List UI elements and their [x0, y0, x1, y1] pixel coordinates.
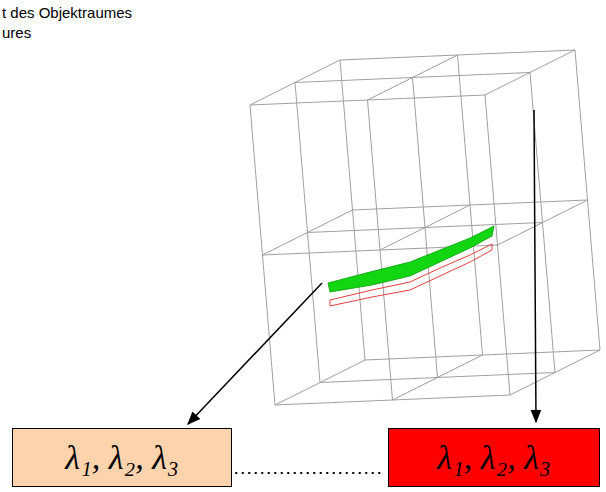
cube-grid-line	[353, 200, 588, 210]
cube-grid-line	[368, 55, 458, 100]
cube-grid-line	[365, 350, 600, 360]
cube-grid-line	[340, 50, 575, 60]
pointer-arrow-left	[188, 283, 322, 424]
parameter-list: λ₁, λ₂, λ₃	[437, 438, 551, 478]
dotted-continuation	[236, 472, 384, 474]
lambda-box: λ₁, λ₂, λ₃	[12, 428, 232, 487]
parameter-list: λ₁, λ₂, λ₃	[65, 438, 179, 478]
cube-grid	[250, 50, 600, 405]
heading-fragment: t des Objektraumes	[2, 4, 132, 22]
cube-grid-line	[575, 50, 600, 350]
pointer-arrow-right	[534, 110, 536, 422]
lambda-box: λ₁, λ₂, λ₃	[388, 428, 600, 487]
heading-fragment: ures	[2, 24, 31, 42]
cube-grid-line	[485, 50, 575, 95]
green-surface	[328, 226, 494, 292]
cube-grid-line	[413, 78, 438, 378]
